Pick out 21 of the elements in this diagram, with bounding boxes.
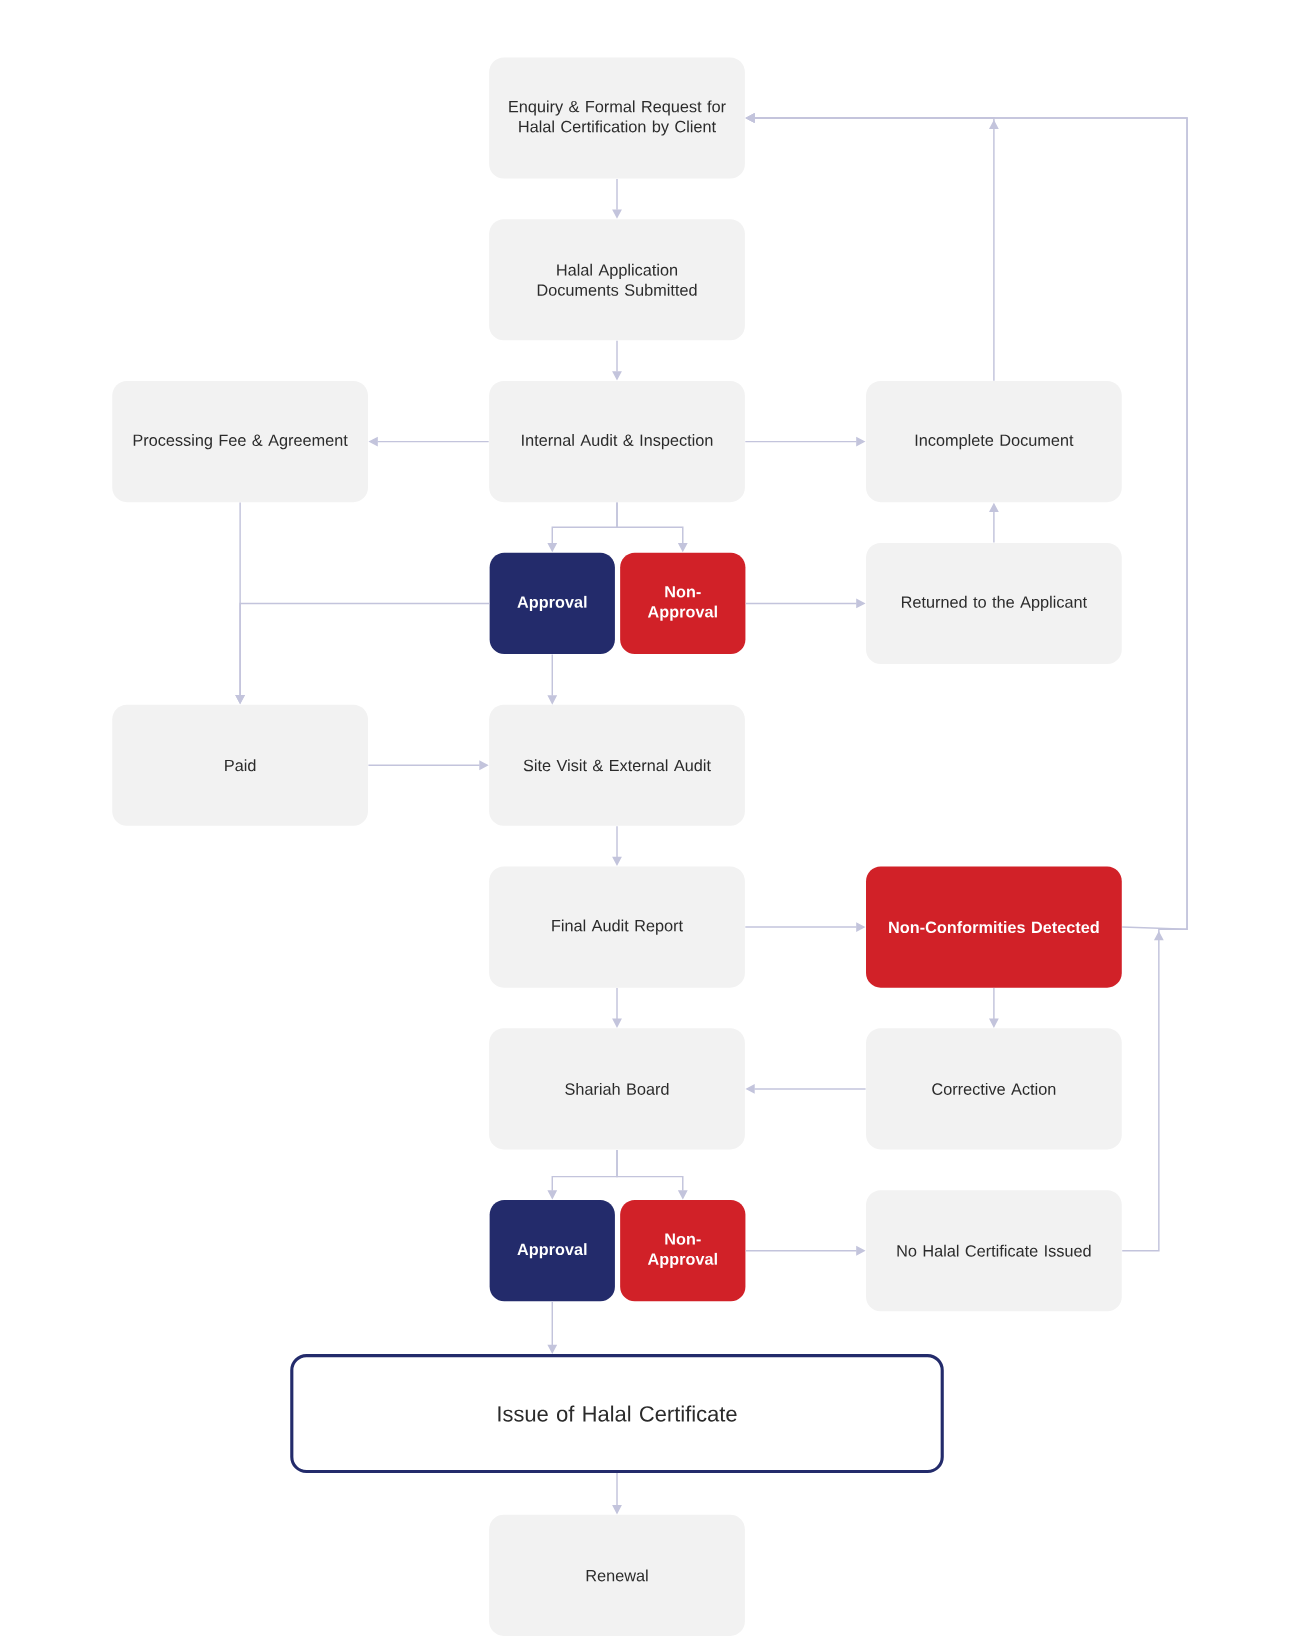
arrow <box>989 987 999 1028</box>
process-box: Corrective Action <box>866 1028 1122 1150</box>
process-box: Renewal <box>489 1514 745 1636</box>
process-box: Internal Audit & Inspection <box>489 381 745 503</box>
approval-box: Approval <box>489 552 616 655</box>
process-box: Paid <box>112 704 369 826</box>
process-box: No Halal Certificate Issued <box>866 1190 1122 1312</box>
process-box: Enquiry & Formal Request for Halal Certification by Client <box>489 57 745 179</box>
process-box: Incomplete Document <box>866 381 1122 503</box>
process-box: Final Audit Report <box>489 866 745 988</box>
rejection-box: Non-Conformities Detected <box>866 866 1122 988</box>
rejection-box: Non-Approval <box>620 1200 746 1302</box>
process-box: Shariah Board <box>489 1028 745 1150</box>
process-box: Halal Application Documents Submitted <box>489 219 745 341</box>
process-box: Processing Fee & Agreement <box>112 381 369 503</box>
arrow <box>612 987 622 1028</box>
certificate-box: Issue of Halal Certificate <box>290 1354 944 1474</box>
approval-box: Approval <box>489 1200 616 1302</box>
process-box: Returned to the Applicant <box>866 542 1122 664</box>
process-box: Site Visit & External Audit <box>489 704 745 826</box>
rejection-box: Non-Approval <box>620 552 746 655</box>
